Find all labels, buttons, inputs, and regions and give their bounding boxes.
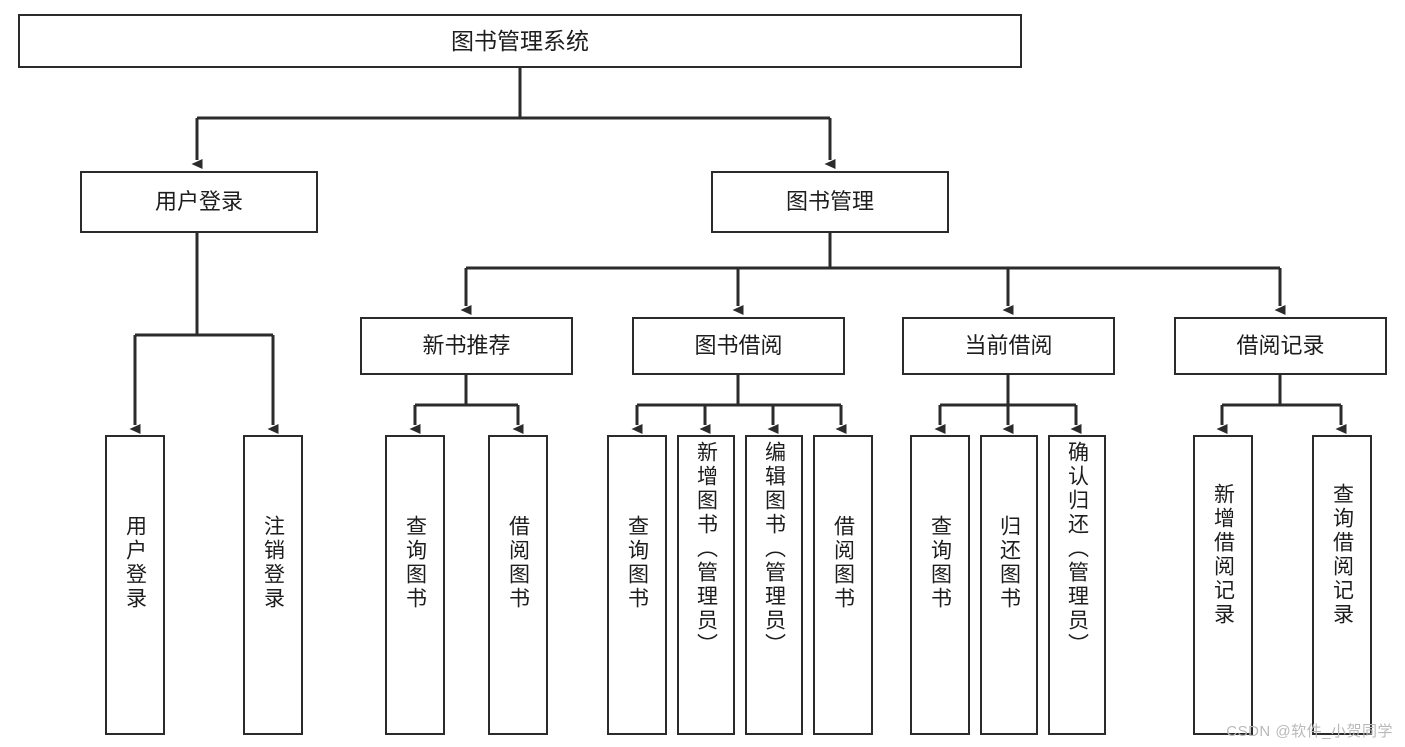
leaf-query-book-1[interactable]: 查询图书 (385, 435, 445, 735)
node-user-login[interactable]: 用户登录 (80, 171, 318, 233)
leaf-query-book-2-label: 查询图书 (625, 515, 649, 611)
leaf-user-login[interactable]: 用户登录 (105, 435, 165, 735)
leaf-borrow-book-2-label: 借阅图书 (831, 515, 855, 611)
leaf-query-book-1-label: 查询图书 (403, 515, 427, 611)
leaf-borrow-book-1-label: 借阅图书 (506, 515, 530, 611)
node-root-label: 图书管理系统 (451, 27, 589, 54)
node-current-borrow[interactable]: 当前借阅 (902, 317, 1115, 375)
leaf-query-book-3-label: 查询图书 (928, 515, 952, 611)
node-borrow-record[interactable]: 借阅记录 (1174, 317, 1387, 375)
leaf-logout-label: 注销登录 (261, 515, 285, 611)
leaf-user-login-label: 用户登录 (123, 515, 147, 611)
leaf-borrow-book-1[interactable]: 借阅图书 (488, 435, 548, 735)
leaf-add-record-label: 新增借阅记录 (1211, 483, 1235, 627)
leaf-query-record[interactable]: 查询借阅记录 (1312, 435, 1372, 735)
leaf-query-book-3[interactable]: 查询图书 (910, 435, 970, 735)
leaf-add-book-label: 新增图书（管理员） (694, 441, 718, 657)
node-borrow-record-label: 借阅记录 (1236, 333, 1325, 359)
leaf-borrow-book-2[interactable]: 借阅图书 (813, 435, 873, 735)
leaf-logout[interactable]: 注销登录 (243, 435, 303, 735)
leaf-return-book[interactable]: 归还图书 (980, 435, 1038, 735)
leaf-query-book-2[interactable]: 查询图书 (607, 435, 667, 735)
leaf-query-record-label: 查询借阅记录 (1330, 483, 1354, 627)
leaf-add-record[interactable]: 新增借阅记录 (1193, 435, 1253, 735)
node-new-book-recommend-label: 新书推荐 (422, 333, 511, 359)
node-book-manage[interactable]: 图书管理 (711, 171, 949, 233)
node-book-manage-label: 图书管理 (785, 189, 874, 215)
node-root[interactable]: 图书管理系统 (18, 14, 1022, 68)
node-user-login-label: 用户登录 (154, 189, 243, 215)
leaf-add-book[interactable]: 新增图书（管理员） (677, 435, 735, 735)
node-new-book-recommend[interactable]: 新书推荐 (360, 317, 573, 375)
node-book-borrow[interactable]: 图书借阅 (632, 317, 845, 375)
leaf-confirm-return-label: 确认归还（管理员） (1065, 441, 1089, 657)
leaf-return-book-label: 归还图书 (997, 515, 1021, 611)
node-book-borrow-label: 图书借阅 (694, 333, 783, 359)
leaf-edit-book-label: 编辑图书（管理员） (762, 441, 786, 657)
leaf-edit-book[interactable]: 编辑图书（管理员） (745, 435, 803, 735)
node-current-borrow-label: 当前借阅 (964, 333, 1053, 359)
leaf-confirm-return[interactable]: 确认归还（管理员） (1048, 435, 1106, 735)
watermark: CSDN @软件_小贺同学 (1226, 723, 1393, 740)
